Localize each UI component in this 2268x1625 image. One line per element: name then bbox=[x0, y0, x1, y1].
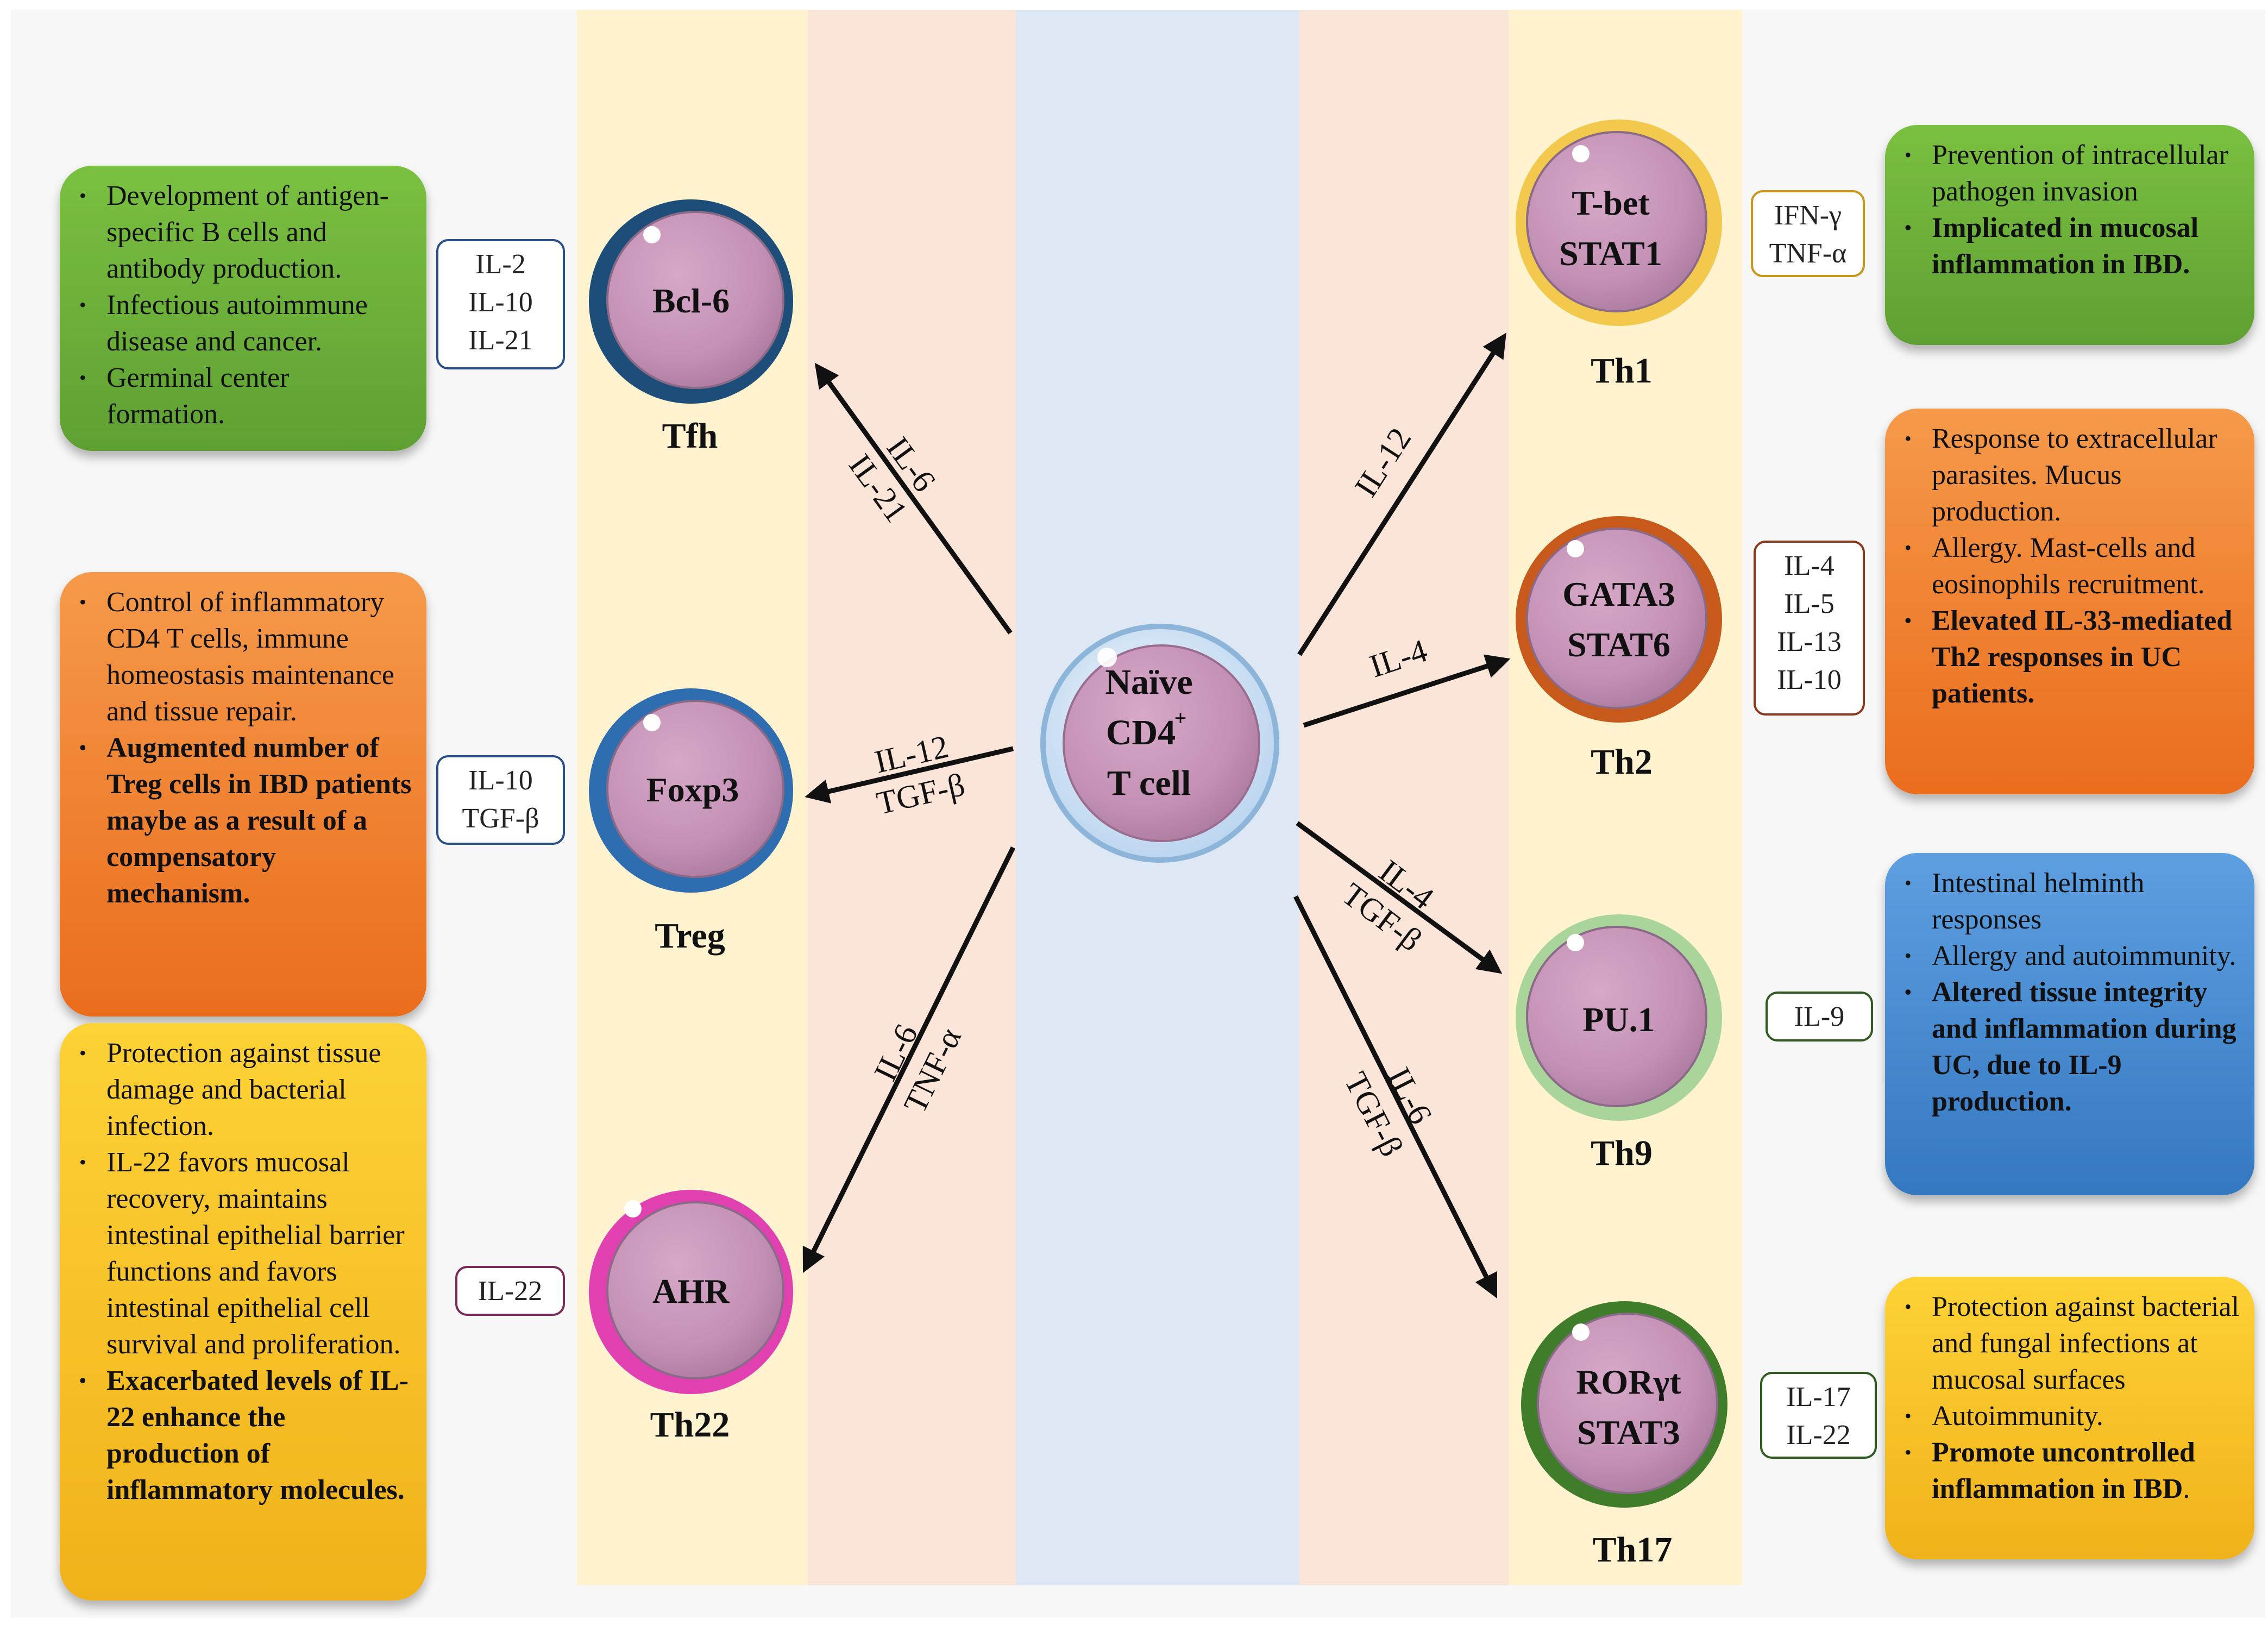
th9-name: Th9 bbox=[1591, 1133, 1653, 1173]
cell-tfh: Bcl-6 bbox=[589, 199, 793, 404]
naive-cd4-t-cell: Naïve CD4 + T cell bbox=[1040, 624, 1279, 863]
th2-cytokine-3: IL-10 bbox=[1777, 664, 1842, 695]
th2-cytokine-0: IL-4 bbox=[1784, 550, 1834, 581]
th17-cytokine-box: IL-17 IL-22 bbox=[1760, 1372, 1877, 1459]
th9-cytokine-box: IL-9 bbox=[1766, 992, 1873, 1041]
th1-function-1: Implicated in mucosal inflammation in IB… bbox=[1905, 210, 2241, 283]
cell-th17: RORγt STAT3 bbox=[1521, 1301, 1727, 1508]
treg-cytokine-box: IL-10 TGF-β bbox=[436, 755, 565, 845]
naive-label-line3: T cell bbox=[1107, 763, 1191, 803]
arrow-to-th22 bbox=[802, 846, 1016, 1273]
th2-cytokine-1: IL-5 bbox=[1784, 588, 1834, 619]
th22-function-bubble: Protection against tissue damage and bac… bbox=[60, 1023, 426, 1601]
th1-function-0: Prevention of intracellular pathogen inv… bbox=[1905, 137, 2241, 210]
th17-name: Th17 bbox=[1592, 1530, 1673, 1570]
tfh-function-bubble: Development of antigen-specific B cells … bbox=[60, 166, 426, 451]
th1-tf-0: T-bet bbox=[1572, 184, 1650, 222]
th22-function-1: IL-22 favors mucosal recovery, maintains… bbox=[79, 1144, 413, 1363]
th2-function-2: Elevated IL-33-mediated Th2 responses in… bbox=[1905, 603, 2241, 712]
th22-function-0: Protection against tissue damage and bac… bbox=[79, 1035, 413, 1144]
cell-th22: AHR bbox=[589, 1190, 793, 1394]
arrow-to-treg bbox=[805, 746, 1014, 804]
cell-th9: PU.1 bbox=[1516, 914, 1722, 1121]
th1-cytokine-0: IFN-γ bbox=[1774, 200, 1842, 231]
th2-function-1: Allergy. Mast-cells and eosinophils recr… bbox=[1905, 530, 2241, 603]
tfh-name: Tfh bbox=[662, 416, 718, 456]
th22-function-2: Exacerbated levels of IL-22 enhance the … bbox=[79, 1363, 413, 1508]
tfh-function-0: Development of antigen-specific B cells … bbox=[79, 178, 413, 287]
th17-cytokine-0: IL-17 bbox=[1786, 1382, 1851, 1413]
th9-function-1: Allergy and autoimmunity. bbox=[1905, 938, 2241, 974]
treg-cytokine-1: TGF-β bbox=[462, 803, 539, 834]
th17-function-2-item: Promote uncontrolled inflammation in IBD… bbox=[1905, 1434, 2241, 1507]
th9-function-bubble: Intestinal helminth responses Allergy an… bbox=[1885, 853, 2254, 1195]
treg-cytokine-0: IL-10 bbox=[468, 765, 533, 796]
arrow-to-th17 bbox=[1293, 895, 1498, 1299]
th2-function-0: Response to extracellular parasites. Muc… bbox=[1905, 421, 2241, 530]
tfh-function-1: Infectious autoimmune disease and cancer… bbox=[79, 287, 413, 360]
th2-tf-1: STAT6 bbox=[1567, 625, 1670, 664]
treg-function-1: Augmented number of Treg cells in IBD pa… bbox=[79, 730, 413, 912]
treg-name: Treg bbox=[655, 916, 725, 956]
th22-name: Th22 bbox=[650, 1405, 730, 1445]
arrow-to-th2 bbox=[1303, 654, 1511, 728]
arrow-to-th9 bbox=[1296, 821, 1503, 974]
tfh-cytokine-box: IL-2 IL-10 IL-21 bbox=[436, 239, 565, 369]
band-right-peach bbox=[1299, 10, 1509, 1585]
tfh-cytokine-2: IL-21 bbox=[468, 325, 533, 356]
th9-function-0: Intestinal helminth responses bbox=[1905, 865, 2241, 938]
cell-treg: Foxp3 bbox=[589, 688, 793, 893]
th17-function-0: Protection against bacterial and fungal … bbox=[1905, 1289, 2241, 1398]
th2-cytokine-2: IL-13 bbox=[1777, 626, 1842, 657]
arrow-to-th1 bbox=[1297, 332, 1506, 656]
th22-cytokine-0: IL-22 bbox=[478, 1276, 543, 1307]
th2-cytokine-box: IL-4 IL-5 IL-13 IL-10 bbox=[1754, 541, 1865, 716]
treg-tf-0: Foxp3 bbox=[646, 770, 739, 809]
th17-function-bubble: Protection against bacterial and fungal … bbox=[1885, 1277, 2254, 1559]
tfh-cytokine-1: IL-10 bbox=[468, 287, 533, 318]
th17-function-1: Autoimmunity. bbox=[1905, 1398, 2241, 1434]
tfh-cytokine-0: IL-2 bbox=[475, 249, 526, 280]
th9-function-2: Altered tissue integrity and inflammatio… bbox=[1905, 974, 2241, 1120]
th2-function-bubble: Response to extracellular parasites. Muc… bbox=[1885, 409, 2254, 794]
naive-label-sup: + bbox=[1174, 706, 1187, 730]
arrows bbox=[802, 332, 1511, 1299]
th17-function-2: Promote uncontrolled inflammation in IBD bbox=[1932, 1437, 2195, 1504]
th2-tf-0: GATA3 bbox=[1562, 575, 1675, 613]
cell-th2: GATA3 STAT6 bbox=[1516, 516, 1722, 723]
treg-function-bubble: Control of inflammatory CD4 T cells, imm… bbox=[60, 572, 426, 1017]
tfh-function-2: Germinal center formation. bbox=[79, 360, 413, 432]
th22-tf-0: AHR bbox=[652, 1272, 730, 1310]
th1-function-bubble: Prevention of intracellular pathogen inv… bbox=[1885, 125, 2254, 345]
th17-tf-0: RORγt bbox=[1576, 1363, 1681, 1401]
naive-label-line1: Naïve bbox=[1105, 662, 1192, 702]
th17-cytokine-1: IL-22 bbox=[1786, 1420, 1851, 1451]
th9-cytokine-0: IL-9 bbox=[1794, 1001, 1845, 1032]
th2-name: Th2 bbox=[1591, 742, 1653, 782]
th17-tf-1: STAT3 bbox=[1577, 1413, 1680, 1452]
th1-cytokine-1: TNF-α bbox=[1769, 238, 1847, 269]
th1-tf-1: STAT1 bbox=[1559, 234, 1662, 273]
treg-function-0: Control of inflammatory CD4 T cells, imm… bbox=[79, 584, 413, 730]
tfh-tf-0: Bcl-6 bbox=[652, 281, 730, 320]
th9-tf-0: PU.1 bbox=[1582, 1000, 1655, 1039]
th22-cytokine-box: IL-22 bbox=[455, 1266, 565, 1316]
th1-name: Th1 bbox=[1591, 351, 1653, 391]
band-left-peach bbox=[808, 10, 1016, 1585]
naive-label-line2: CD4 bbox=[1106, 713, 1176, 752]
cell-th1: T-bet STAT1 bbox=[1516, 120, 1722, 326]
arrow-to-tfh bbox=[814, 362, 1013, 635]
th1-cytokine-box: IFN-γ TNF-α bbox=[1751, 190, 1865, 277]
th17-function-2-suffix: . bbox=[2183, 1473, 2190, 1504]
